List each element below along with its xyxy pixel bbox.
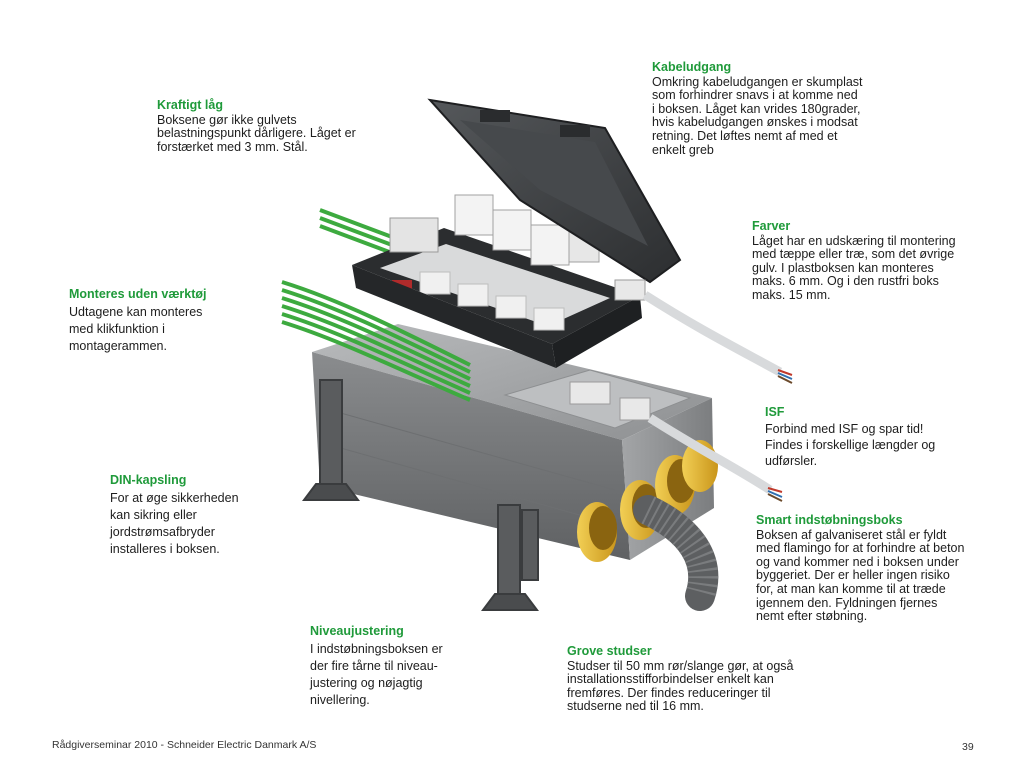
callout-body: Udtagene kan monteres med klikfunktion i… (69, 305, 203, 353)
callout-title: Grove studser (567, 644, 652, 658)
callout-title: Monteres uden værktøj (69, 287, 207, 301)
page-number: 39 (962, 741, 974, 753)
footer-text: Rådgiverseminar 2010 - Schneider Electri… (52, 739, 317, 751)
callout-monteres: Monteres uden værktøj Udtagene kan monte… (69, 286, 269, 355)
box-lid (427, 98, 682, 284)
callout-title: Smart indstøbningsboks (756, 513, 903, 527)
callout-body: For at øge sikkerheden kan sikring eller… (110, 491, 239, 556)
callout-title: Niveaujustering (310, 624, 404, 638)
isf-cables (569, 279, 793, 502)
callout-grove: Grove studser Studser til 50 mm rør/slan… (567, 644, 827, 714)
leveling-towers (302, 379, 539, 611)
mounting-frame (352, 228, 642, 368)
callout-body: Låget har en udskæring til montering med… (752, 233, 956, 302)
callout-title: Kabeludgang (652, 60, 732, 74)
callout-body: I indstøbningsboksen er der fire tårne t… (310, 642, 443, 707)
callout-niveau: Niveaujustering I indstøbningsboksen er … (310, 623, 490, 709)
callout-title: DIN-kapsling (110, 473, 187, 487)
callout-body: Omkring kabeludgangen er skumplast som f… (652, 74, 863, 157)
callout-kabeludgang: Kabeludgang Omkring kabeludgangen er sku… (652, 60, 912, 157)
callout-isf: ISF Forbind med ISF og spar tid! Findes … (765, 404, 985, 469)
callout-body: Studser til 50 mm rør/slange gør, at ogs… (567, 658, 794, 714)
callout-body: Boksen af galvaniseret stål er fyldt med… (756, 527, 965, 624)
callout-body: Forbind med ISF og spar tid! Findes i fo… (765, 422, 936, 468)
callout-body: Boksene gør ikke gulvets belastningspunk… (157, 112, 356, 154)
callout-title: Kraftigt låg (157, 98, 223, 112)
callout-smart: Smart indstøbningsboks Boksen af galvani… (756, 513, 1018, 624)
callout-kraftigt-laag: Kraftigt låg Boksene gør ikke gulvets be… (157, 98, 397, 154)
callout-title: Farver (752, 219, 791, 233)
callout-din: DIN-kapsling For at øge sikkerheden kan … (110, 472, 290, 558)
callout-title: ISF (765, 405, 785, 419)
callout-farver: Farver Låget har en udskæring til monter… (752, 219, 1017, 303)
green-cables (281, 208, 471, 402)
